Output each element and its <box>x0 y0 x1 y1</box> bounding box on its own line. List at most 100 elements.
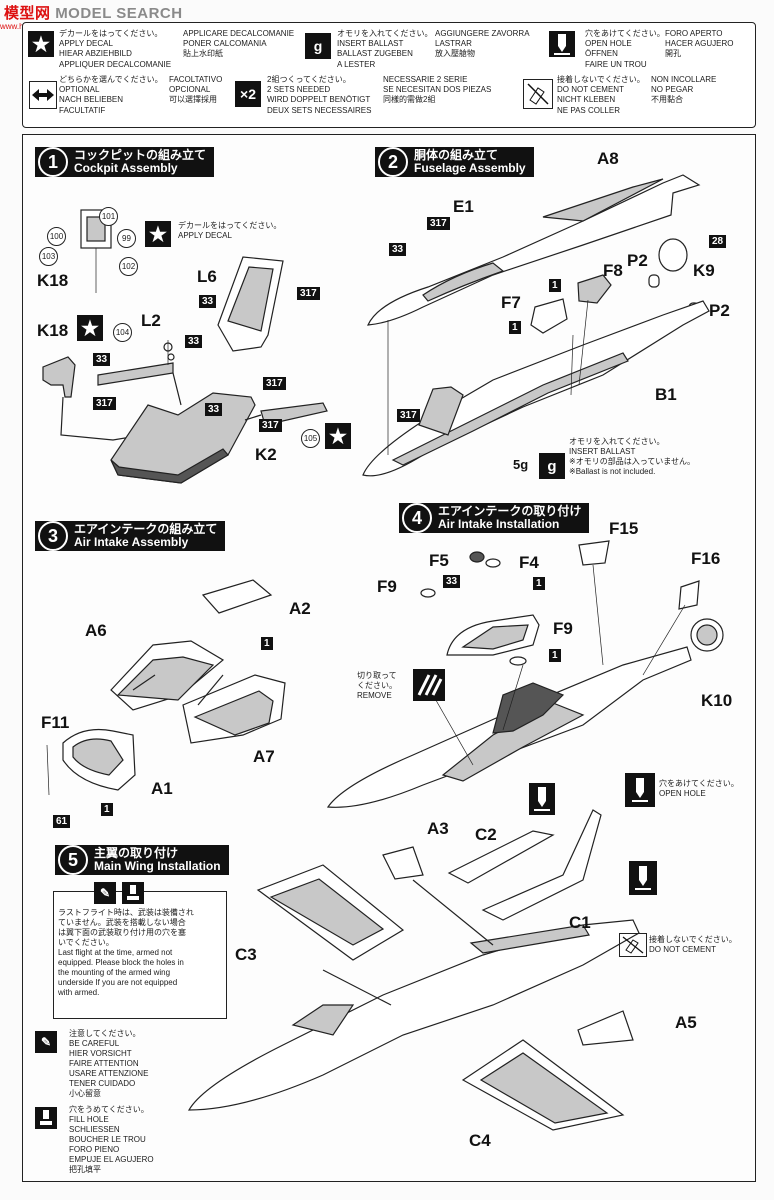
drill-icon <box>529 783 555 815</box>
part-k10: K10 <box>701 691 733 710</box>
legend-ballast-2: AGGIUNGERE ZAVORRA LASTRAR 放入壓艙物 <box>435 29 530 59</box>
decal-100: 100 <box>47 227 66 246</box>
color-317: 317 <box>93 397 116 410</box>
color-1: 1 <box>261 637 273 650</box>
step4-number: 4 <box>402 503 432 533</box>
star-icon: ★ <box>77 315 103 341</box>
step3-title-jp: エアインテークの組み立て <box>74 522 218 536</box>
decal-104: 104 <box>113 323 132 342</box>
part-f9-a: F9 <box>377 577 397 596</box>
color-1: 1 <box>549 649 561 662</box>
part-c3: C3 <box>235 945 257 964</box>
part-e1: E1 <box>453 197 474 216</box>
legend-two-sets: 2組つくってください。 2 SETS NEEDED WIRD DOPPELT B… <box>267 75 372 115</box>
part-f4: F4 <box>519 553 539 572</box>
part-l2: L2 <box>141 311 161 330</box>
ballast-weight: 5g <box>513 457 529 472</box>
color-317: 317 <box>397 409 420 422</box>
color-317: 317 <box>427 217 450 230</box>
legend-ballast: オモリを入れてください。 INSERT BALLAST BALLAST ZUGE… <box>337 29 433 69</box>
drill-icon <box>549 31 575 57</box>
open-hole-note: 穴をあけてください。 OPEN HOLE <box>659 779 739 798</box>
star-icon: ★ <box>325 423 351 449</box>
optional-arrows-icon <box>29 81 57 109</box>
fill-hole-note: 穴をうめてください。 FILL HOLE SCHLIESSEN BOUCHER … <box>69 1105 154 1174</box>
assembly-drawings <box>42 174 724 1131</box>
decal-102: 102 <box>119 257 138 276</box>
part-c2: C2 <box>475 825 497 844</box>
step1-title-en: Cockpit Assembly <box>74 161 178 175</box>
remove-icon <box>413 669 445 701</box>
color-1: 1 <box>509 321 521 334</box>
step4-title-en: Air Intake Installation <box>438 517 560 531</box>
step5-number: 5 <box>58 845 88 875</box>
color-1: 1 <box>101 803 113 816</box>
legend-no-cement-2: NON INCOLLARE NO PEGAR 不用黏合 <box>651 75 717 105</box>
remove-note: 切り取って ください。 REMOVE <box>357 671 397 700</box>
color-1: 1 <box>533 577 545 590</box>
ballast-note: オモリを入れてください。 INSERT BALLAST ※オモリの部品は入ってい… <box>569 437 696 476</box>
color-33: 33 <box>93 353 111 366</box>
fill-hole-icon <box>122 882 144 904</box>
part-k2: K2 <box>255 445 277 464</box>
color-33: 33 <box>199 295 217 308</box>
legend-apply-decal: デカールをはってください。 APPLY DECAL HIEAR ABZIEHBI… <box>59 29 172 69</box>
part-p2-b: P2 <box>709 301 730 320</box>
part-c1: C1 <box>569 913 591 932</box>
part-f11: F11 <box>41 713 70 732</box>
no-cement-icon <box>523 79 553 109</box>
legend-apply-decal-2: APPLICARE DECALCOMANIE PONER CALCOMANIA … <box>183 29 295 59</box>
color-33: 33 <box>205 403 223 416</box>
step1-decal-note: デカールをはってください。 APPLY DECAL <box>178 221 282 240</box>
part-a7: A7 <box>253 747 275 766</box>
color-61: 61 <box>53 815 71 828</box>
step1-number: 1 <box>38 147 68 177</box>
part-l6: L6 <box>197 267 217 286</box>
ballast-icon: g <box>539 453 565 479</box>
last-flight-box: ✎ ラストフライト時は、武装は装備され ていません。武装を搭載しない場合 は翼下… <box>53 882 227 1019</box>
decal-105: 105 <box>301 429 320 448</box>
part-k18-a: K18 <box>37 271 69 290</box>
step2-title-en: Fuselage Assembly <box>414 161 526 175</box>
drill-icon <box>625 773 655 807</box>
fill-hole-icon <box>35 1107 57 1129</box>
part-c4: C4 <box>469 1131 491 1150</box>
step2-number: 2 <box>378 147 408 177</box>
star-icon: ★ <box>145 221 171 247</box>
color-28: 28 <box>709 235 727 248</box>
part-f15: F15 <box>609 519 639 538</box>
legend-optional-2: FACOLTATIVO OPCIONAL 可以選擇採用 <box>169 75 223 105</box>
part-b1: B1 <box>655 385 677 404</box>
color-1: 1 <box>549 279 561 292</box>
ballast-icon: g <box>305 33 331 59</box>
decal-101: 101 <box>99 207 118 226</box>
legend-optional: どちらかを選んでください。 OPTIONAL NACH BELIEBEN FAC… <box>59 75 163 115</box>
step2-title-jp: 胴体の組み立て <box>414 148 499 162</box>
part-a2: A2 <box>289 599 311 618</box>
color-317: 317 <box>297 287 320 300</box>
step1-title-jp: コックピットの組み立て <box>74 148 207 162</box>
decal-99: 99 <box>117 229 136 248</box>
step3-title-en: Air Intake Assembly <box>74 535 189 549</box>
part-p2-a: P2 <box>627 251 648 270</box>
two-sets-icon: ×2 <box>235 81 261 107</box>
legend-open-hole: 穴をあけてください。 OPEN HOLE ÖFFNEN FAIRE UN TRO… <box>585 29 665 69</box>
careful-note: 注意してください。 BE CAREFUL HIER VORSICHT FAIRE… <box>69 1029 149 1098</box>
part-a3: A3 <box>427 819 449 838</box>
color-33: 33 <box>443 575 461 588</box>
part-a5: A5 <box>675 1013 697 1032</box>
brush-icon: ✎ <box>94 882 116 904</box>
drill-icon <box>629 861 657 895</box>
step4-title-jp: エアインテークの取り付け <box>438 504 582 518</box>
part-k18-b: K18 <box>37 321 69 340</box>
part-f7: F7 <box>501 293 521 312</box>
part-a8: A8 <box>597 149 619 168</box>
color-317: 317 <box>259 419 282 432</box>
color-317: 317 <box>263 377 286 390</box>
legend-two-sets-2: NECESSARIE 2 SERIE SE NECESITAN DOS PIEZ… <box>383 75 492 105</box>
